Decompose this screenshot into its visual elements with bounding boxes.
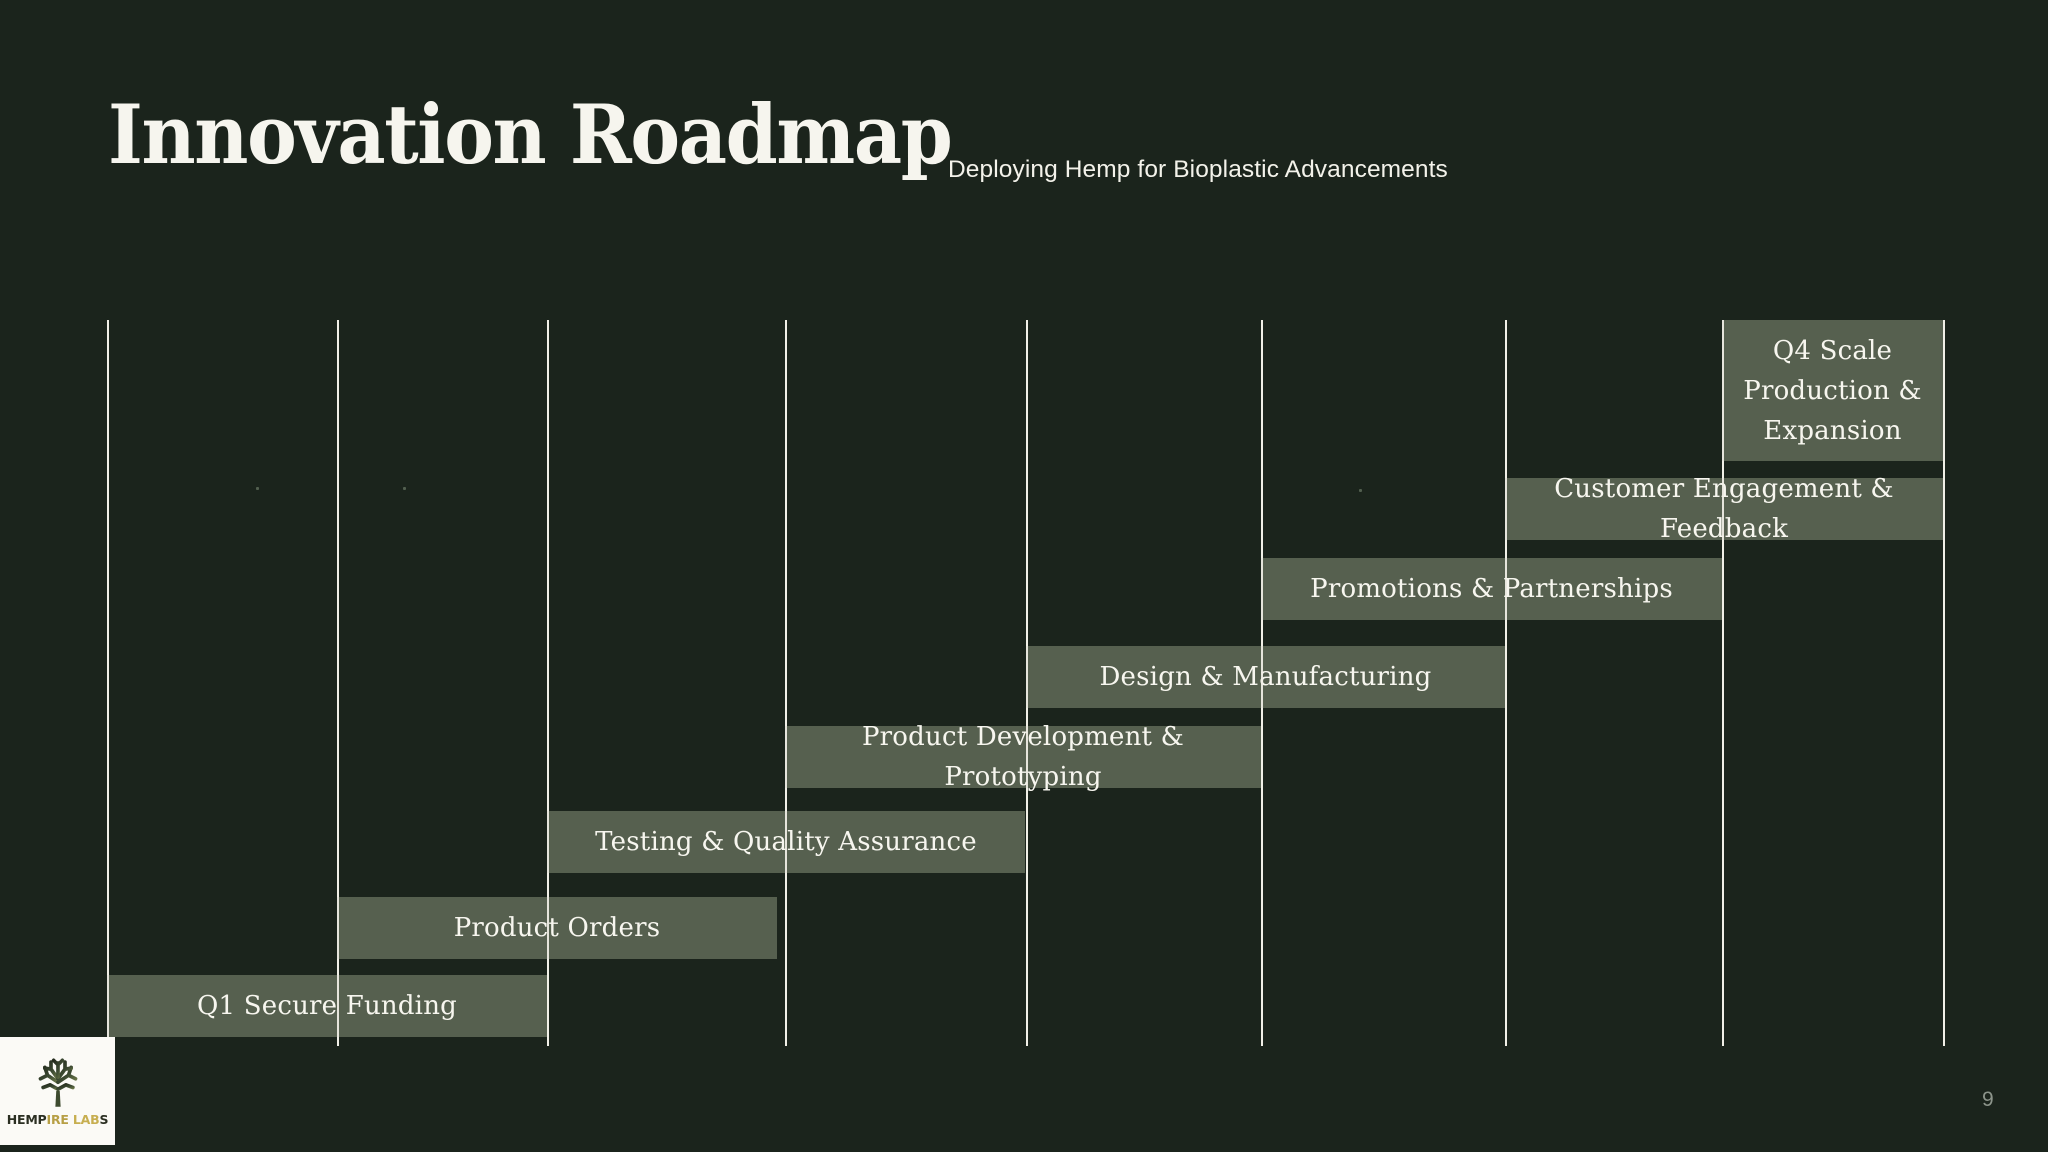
gantt-bar[interactable]: Product Orders xyxy=(337,897,777,959)
gantt-bar-label: Q4 Scale Production & Expansion xyxy=(1743,335,1922,446)
logo-wordmark-part-1: HEMP xyxy=(6,1111,47,1127)
gridline-overlay-1 xyxy=(107,320,109,1046)
gridline-overlay-2 xyxy=(337,320,339,1046)
gantt-bar-label: Promotions & Partnerships xyxy=(1310,574,1673,604)
page-number: 9 xyxy=(1982,1088,1994,1111)
gantt-bar[interactable]: Product Development & Prototyping xyxy=(785,722,1261,792)
gantt-bar-label: Product Orders xyxy=(453,913,661,943)
gantt-bar-label: Q1 Secure Funding xyxy=(197,991,457,1021)
gridline-overlay-8 xyxy=(1722,320,1724,1046)
gantt-bar-label: Customer Engagement & Feedback xyxy=(1554,474,1894,544)
chart-marker-dot xyxy=(1359,489,1362,492)
chart-marker-dot xyxy=(403,487,406,490)
hemp-plant-icon xyxy=(38,1058,77,1109)
gridline-overlay-6 xyxy=(1261,320,1263,1046)
slide-header: Innovation Roadmap Deploying Hemp for Bi… xyxy=(0,0,2048,240)
gridline-overlay-3 xyxy=(547,320,549,1046)
gantt-bar-label: Design & Manufacturing xyxy=(1099,662,1432,692)
page-subtitle: Deploying Hemp for Bioplastic Advancemen… xyxy=(948,156,1448,183)
logo-wordmark: HEMPIRE LABS xyxy=(6,1111,109,1127)
logo-wordmark-part-2: IRE xyxy=(46,1111,69,1127)
gantt-bar[interactable]: Customer Engagement & Feedback xyxy=(1505,474,1943,544)
gridline-overlay-4 xyxy=(785,320,787,1046)
chart-marker-dot xyxy=(256,487,259,490)
gantt-bar[interactable]: Promotions & Partnerships xyxy=(1261,558,1722,620)
logo-wordmark-part-3: LAB xyxy=(68,1111,100,1127)
gantt-bar[interactable]: Q1 Secure Funding xyxy=(107,975,547,1037)
hempire-labs-logo: HEMPIRE LABS xyxy=(0,1037,115,1145)
page-title: Innovation Roadmap xyxy=(108,88,953,183)
gantt-bar[interactable]: Q4 Scale Production & Expansion xyxy=(1722,320,1943,461)
gridline-overlay-9 xyxy=(1943,320,1945,1046)
logo-wordmark-part-4: S xyxy=(99,1111,109,1127)
gridline-overlay-7 xyxy=(1505,320,1507,1046)
gantt-bar[interactable]: Design & Manufacturing xyxy=(1026,646,1505,708)
gridline-overlay-5 xyxy=(1026,320,1028,1046)
gantt-bar-label: Product Development & Prototyping xyxy=(861,722,1184,792)
